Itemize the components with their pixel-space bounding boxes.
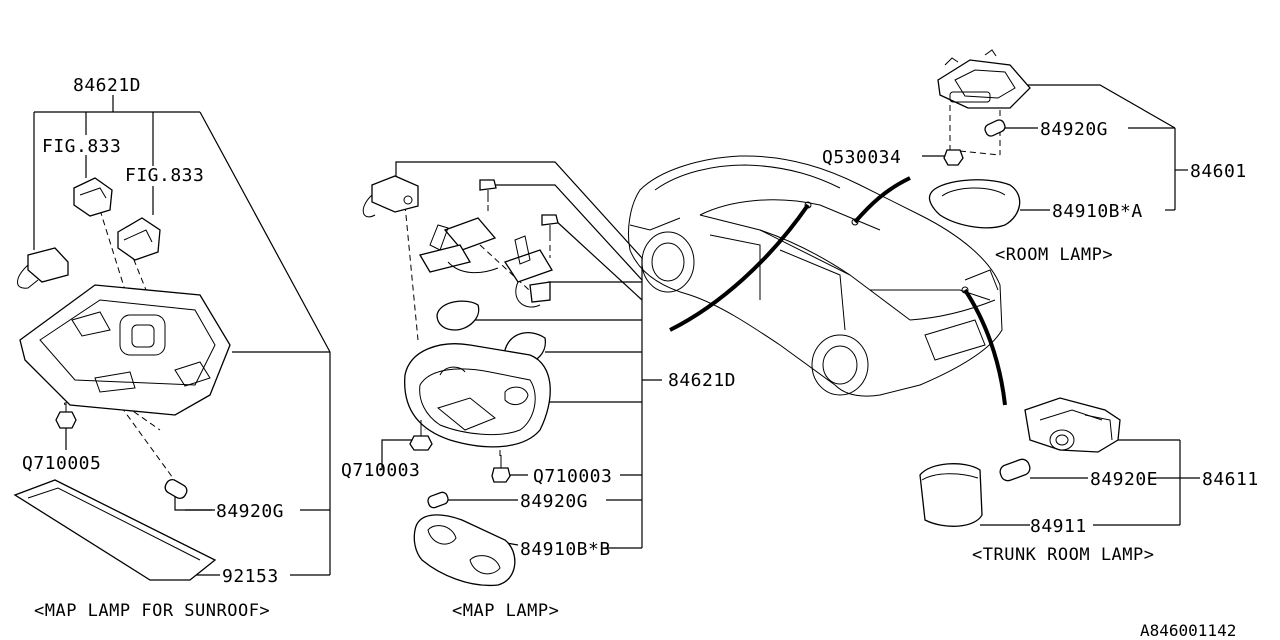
room-lamp-group: Q530034 84920G 84601 84910B*A <ROOM LAMP…: [822, 49, 1247, 265]
bulb-84920g-mid: [427, 491, 449, 509]
map-lamp-housing: [404, 343, 551, 448]
label-84911: 84911: [1030, 516, 1087, 537]
caption-trunk-room-lamp: <TRUNK ROOM LAMP>: [972, 545, 1155, 565]
label-fig833-a: FIG.833: [42, 136, 121, 157]
label-q710003-a: Q710003: [341, 460, 420, 481]
label-fig833-b: FIG.833: [125, 165, 204, 186]
bulb-84920e: [999, 458, 1031, 482]
bulb-84920g-right: [984, 119, 1006, 137]
leader-lines-sunroof: [33, 95, 331, 576]
switch-bracket-a: [418, 217, 499, 274]
label-q710003-b: Q710003: [533, 466, 612, 487]
caption-map-lamp: <MAP LAMP>: [452, 601, 559, 621]
lens-92153: [13, 479, 217, 581]
caption-room-lamp: <ROOM LAMP>: [995, 245, 1113, 265]
label-84601: 84601: [1190, 161, 1247, 182]
caption-map-lamp-for-sunroof: <MAP LAMP FOR SUNROOF>: [34, 601, 270, 621]
map-lamp-group: Q710003 Q710003 84621D 84920G 84910B*B <…: [341, 161, 736, 621]
label-84621d-top: 84621D: [73, 75, 141, 96]
label-q710005: Q710005: [22, 453, 101, 474]
label-84621d-mid: 84621D: [668, 370, 736, 391]
sunroof-map-lamp-group: 84621D FIG.833 FIG.833 Q710005 84920G 92…: [13, 75, 331, 621]
label-84920g-right: 84920G: [1040, 119, 1108, 140]
screw-top-a: [479, 179, 497, 202]
fig833-bracket-b: [117, 217, 161, 261]
switch-bracket-b: [504, 235, 553, 308]
lens-84910b-a: [928, 179, 1021, 229]
label-84910b-b: 84910B*B: [520, 539, 611, 560]
label-q530034: Q530034: [822, 147, 901, 168]
bulb-84920g-left: [164, 478, 188, 500]
figure-id: A846001142: [1140, 621, 1236, 640]
label-84611: 84611: [1202, 469, 1259, 490]
trunk-lamp-housing: [1024, 397, 1121, 453]
screw-q710005: [55, 402, 77, 429]
screw-top-b: [541, 214, 559, 237]
fig833-bracket-a: [73, 177, 113, 217]
vehicle-outline: [627, 155, 1007, 406]
leader-lines-room-lamp: [922, 84, 1188, 211]
sunroof-lamp-housing: [19, 284, 231, 416]
map-lamp-connector: [362, 175, 419, 218]
wire-connector-part: [17, 247, 69, 289]
label-84920g-mid: 84920G: [520, 491, 588, 512]
label-92153: 92153: [222, 566, 279, 587]
room-lamp-housing: [937, 49, 1031, 109]
lens-84910b-b: [413, 514, 516, 587]
lens-84911: [919, 463, 983, 527]
screw-q710003-b: [491, 455, 511, 483]
label-84910b-a: 84910B*A: [1052, 201, 1143, 222]
screw-q710003-a: [409, 420, 433, 451]
screw-q530034: [943, 149, 964, 166]
lens-left-small: [436, 300, 480, 331]
trunk-room-lamp-group: 84920E 84611 84911 <TRUNK ROOM LAMP>: [919, 397, 1259, 565]
label-84920g-left: 84920G: [216, 501, 284, 522]
label-84920e: 84920E: [1090, 469, 1158, 490]
